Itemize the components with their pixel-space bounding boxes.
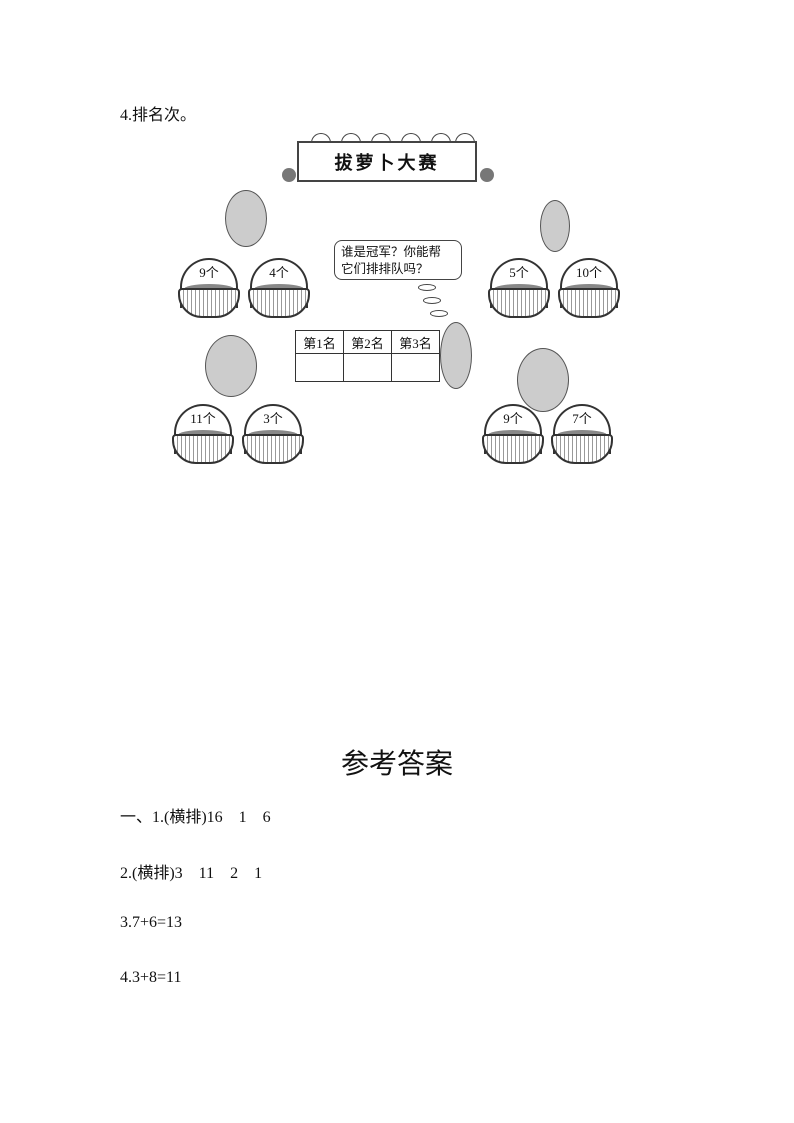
thought-dot <box>423 297 441 304</box>
thought-dot <box>418 284 436 291</box>
question-label: 4.排名次。 <box>120 107 197 124</box>
bear-illustration <box>440 322 472 389</box>
monkey-illustration <box>205 335 257 397</box>
rank-table: 第1名第2名第3名 <box>295 330 440 382</box>
carrot-icon <box>282 168 296 182</box>
rank-cell[interactable] <box>295 353 344 382</box>
basket: 3个 <box>242 404 304 466</box>
basket-count: 7个 <box>572 411 592 426</box>
thought-dot <box>430 310 448 317</box>
basket: 7个 <box>551 404 613 466</box>
basket: 11个 <box>172 404 234 466</box>
basket: 4个 <box>248 258 310 320</box>
basket-count: 5个 <box>509 265 529 280</box>
speech-line: 谁是冠军？你能帮 <box>341 244 442 259</box>
basket: 9个 <box>482 404 544 466</box>
basket: 9个 <box>178 258 240 320</box>
elephant-illustration <box>517 348 569 412</box>
rank-cell[interactable] <box>343 353 392 382</box>
speech-line: 它们排排队吗？ <box>341 261 429 276</box>
basket-count: 10个 <box>575 265 602 280</box>
carrot-icon <box>480 168 494 182</box>
basket-count: 9个 <box>503 411 523 426</box>
contest-banner: 拔萝卜大赛 <box>297 133 477 182</box>
answer-line: 2.(横排)3 11 2 1 <box>120 865 263 882</box>
basket-count: 9个 <box>199 265 219 280</box>
answer-line: 4.3+8=11 <box>120 969 182 986</box>
speech-bubble: 谁是冠军？你能帮 它们排排队吗？ <box>334 240 462 280</box>
rabbit-illustration <box>540 200 570 252</box>
answer-line: 3.7+6=13 <box>120 914 183 931</box>
basket: 5个 <box>488 258 550 320</box>
rank-header: 第1名 <box>295 330 344 354</box>
answers-title: 参考答案 <box>340 749 453 780</box>
basket-count: 3个 <box>263 411 283 426</box>
basket-count: 4个 <box>269 265 289 280</box>
answer-line: 一、1.(横排)16 1 6 <box>120 809 271 826</box>
basket: 10个 <box>558 258 620 320</box>
rank-header: 第2名 <box>343 330 392 354</box>
rank-header: 第3名 <box>391 330 440 354</box>
basket-count: 11个 <box>190 411 216 426</box>
banner-title: 拔萝卜大赛 <box>334 152 440 174</box>
pig-illustration <box>225 190 267 247</box>
rank-cell[interactable] <box>391 353 440 382</box>
